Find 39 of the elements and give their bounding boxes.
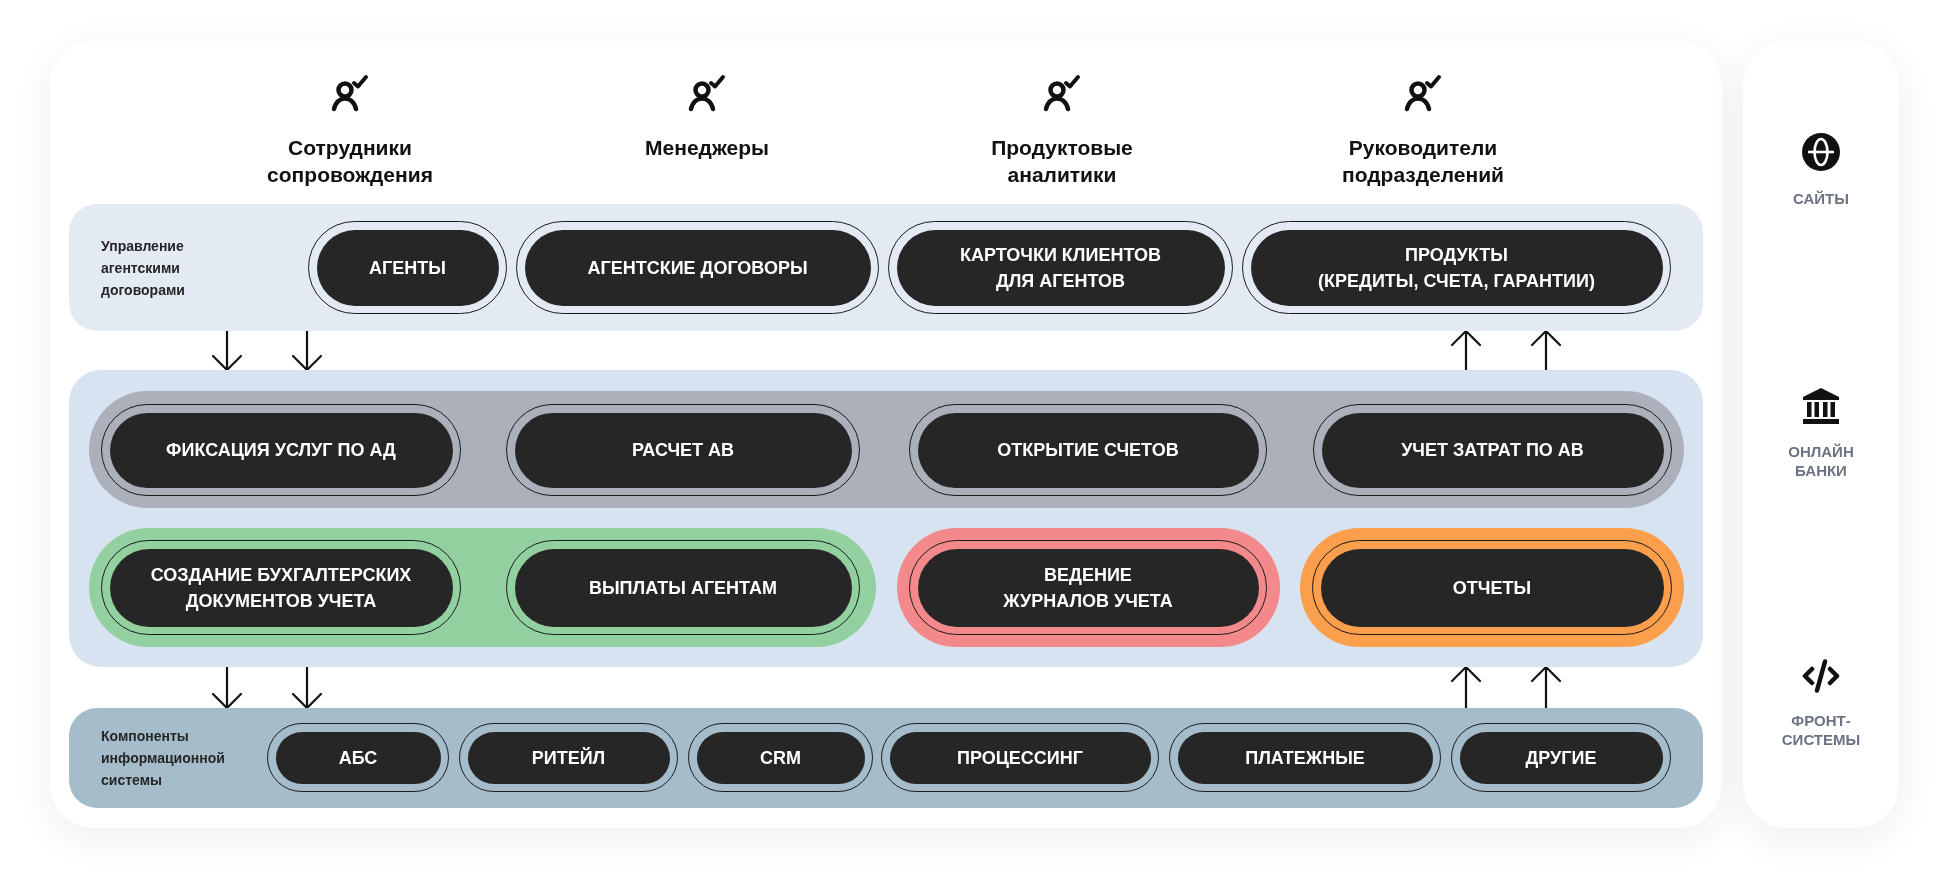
arrow: [291, 331, 323, 372]
side-panel: [1743, 41, 1899, 828]
role-heading: Руководители подразделений: [1342, 135, 1504, 188]
module-label: ОТЧЕТЫ: [1452, 576, 1532, 600]
module-label: ВЫПЛАТЫ АГЕНТАМ: [589, 576, 777, 600]
module-label: ПРОДУКТЫ (КРЕДИТЫ, СЧЕТА, ГАРАНТИИ): [1318, 243, 1595, 293]
arrow: [1530, 665, 1562, 708]
module-label: ДРУГИЕ: [1525, 746, 1597, 770]
module-label: ФИКСАЦИЯ УСЛУГ ПО АД: [166, 439, 396, 462]
module-label: ВЕДЕНИЕ ЖУРНАЛОВ УЧЕТА: [1003, 563, 1173, 613]
module-label: РАСЧЕТ АВ: [631, 439, 735, 462]
module-label: СОЗДАНИЕ БУХГАЛТЕРСКИХ ДОКУМЕНТОВ УЧЕТА: [150, 563, 412, 613]
module-label: ПЛАТЕЖНЫЕ: [1245, 746, 1365, 770]
module-label: АГЕНТСКИЕ ДОГОВОРЫ: [587, 256, 808, 280]
layer-band: [69, 204, 1703, 331]
module-label: АБС: [338, 746, 378, 770]
role-heading: Продуктовые аналитики: [991, 135, 1133, 188]
module-label: РИТЕЙЛ: [531, 746, 606, 770]
module-label: ПРОЦЕССИНГ: [957, 746, 1083, 770]
role-heading: Менеджеры: [645, 135, 769, 161]
arrow: [1450, 329, 1482, 370]
layer-panel: [69, 370, 1703, 667]
module-label: КАРТОЧКИ КЛИЕНТОВ ДЛЯ АГЕНТОВ: [960, 243, 1161, 293]
arrow: [211, 331, 243, 372]
arrow: [211, 667, 243, 710]
channel-label: ФРОНТ-СИСТЕМЫ: [1780, 711, 1862, 749]
module-label: АГЕНТЫ: [369, 256, 446, 280]
channel-label: ОНЛАЙН БАНКИ: [1787, 442, 1855, 480]
module-label: ОТКРЫТИЕ СЧЕТОВ: [997, 439, 1179, 462]
channel-label: САЙТЫ: [1792, 189, 1850, 208]
arrow: [1450, 665, 1482, 708]
role-heading: Сотрудники сопровождения: [267, 135, 433, 188]
layer-band: [69, 708, 1703, 808]
module-label: УЧЕТ ЗАТРАТ ПО АВ: [1401, 439, 1584, 462]
arrow: [291, 667, 323, 710]
arrow: [1530, 329, 1562, 370]
layer-label: Компоненты информационной системы: [101, 727, 226, 790]
layer-label: Управление агентскими договорами: [101, 236, 186, 300]
module-label: CRM: [760, 746, 801, 770]
